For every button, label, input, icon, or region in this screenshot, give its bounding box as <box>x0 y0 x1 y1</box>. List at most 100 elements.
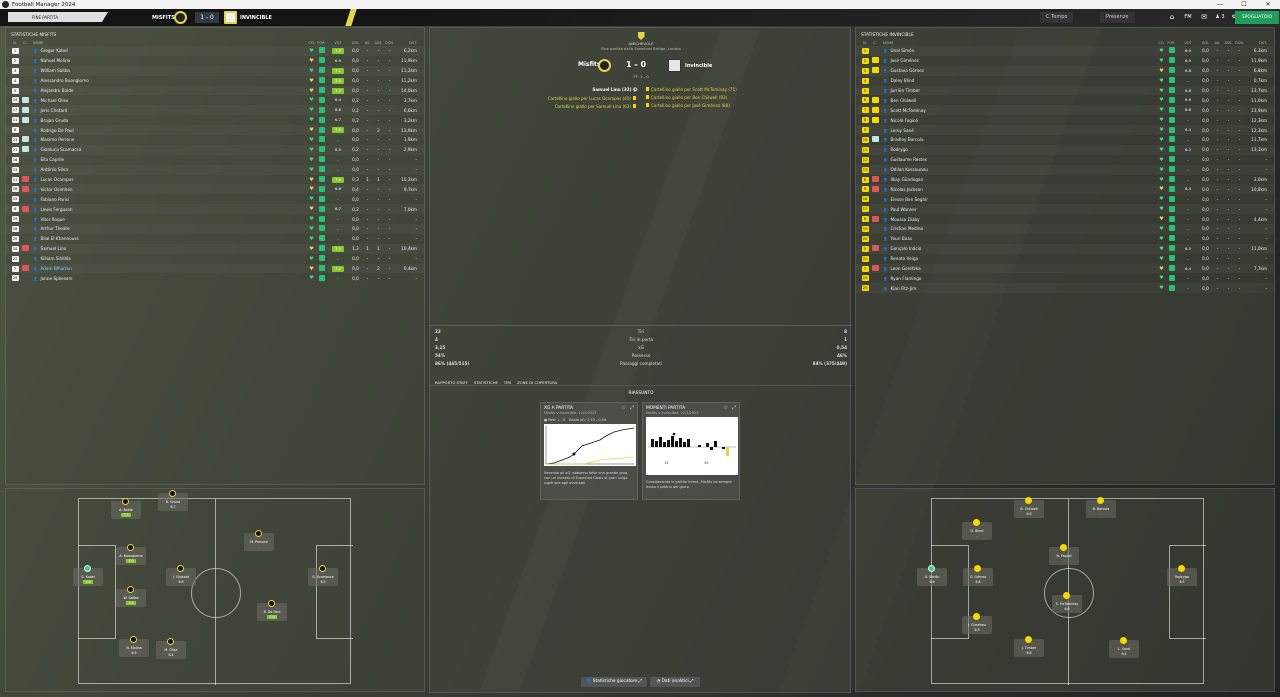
player-name-cell[interactable]: 👤Killiam Sildillia <box>30 256 307 261</box>
player-name-cell[interactable]: 👤Nicolas Jackson <box>880 187 1157 192</box>
player-name[interactable]: Arthur Theate <box>40 226 70 232</box>
player-row[interactable]: 8👤Moussa Diaby♥-0,0---4,4km <box>856 214 1274 224</box>
player-row[interactable]: 15👤Fabiano Parisi♥-0,0---- <box>6 194 424 204</box>
tab-presenze[interactable]: Presenze <box>1100 12 1135 23</box>
player-stats-button[interactable]: 👤 Statistiche giocatore ⤢ <box>581 677 647 687</box>
player-name[interactable]: Odilon Kossounou <box>890 167 928 173</box>
player-name-cell[interactable]: 👤Lewis Ferguson <box>30 207 307 212</box>
player-name-cell[interactable]: 👤Fabiano Parisi <box>30 197 307 202</box>
player-name[interactable]: Leon Goretzka <box>890 266 921 272</box>
player-name-cell[interactable]: 👤Bradley Barcola <box>880 137 1157 142</box>
player-name[interactable]: Gonçalo Inácio <box>890 246 922 252</box>
player-name-cell[interactable]: 👤Joris Chotard <box>30 108 307 113</box>
player-name-cell[interactable]: 👤Guillaume Restes <box>880 157 1157 162</box>
player-name-cell[interactable]: 👤Odilon Kossounou <box>880 167 1157 172</box>
player-name[interactable]: Adam Wharton <box>40 266 72 272</box>
player-name[interactable]: Brajan Gruda <box>40 117 69 123</box>
player-name-cell[interactable]: 👤Alejandro Balde <box>30 88 307 93</box>
home-icon[interactable]: ⌂ <box>1169 13 1175 21</box>
player-row[interactable]: 12👤Guillaume Restes♥-0,0---- <box>856 155 1274 165</box>
player-name-cell[interactable]: 👤Vitor Roque <box>30 217 307 222</box>
player-name-cell[interactable]: 👤Ryan Flamingo <box>880 276 1157 281</box>
tab-shots[interactable]: TIRI <box>503 380 512 385</box>
player-row[interactable]: 4👤Daley Blind♥-0,0---0,7km <box>856 76 1274 86</box>
player-name[interactable]: Rodrigo De Paul <box>40 127 74 133</box>
fm-icon[interactable]: FM <box>1184 14 1192 20</box>
player-name[interactable]: Guillaume Restes <box>890 157 927 163</box>
minimize-button[interactable]: — <box>1217 1 1223 8</box>
player-name[interactable]: Joris Chotard <box>40 107 68 113</box>
continue-button[interactable]: SPOGLIATOIO <box>1235 11 1279 24</box>
close-button[interactable]: ✕ <box>1265 1 1271 8</box>
tab-staff-report[interactable]: RAPPORTO STAFF <box>435 380 468 385</box>
player-name-cell[interactable]: 👤Adam Wharton <box>30 266 307 271</box>
player-name-cell[interactable]: 👤Leon Goretzka <box>880 266 1157 271</box>
player-name-cell[interactable]: 👤Gonçalo Inácio <box>880 246 1157 251</box>
player-name[interactable]: Samuel Lino <box>40 246 67 252</box>
player-name[interactable]: Fabiano Parisi <box>40 196 70 202</box>
player-name[interactable]: Alejandro Balde <box>40 88 74 93</box>
player-name-cell[interactable]: 👤Ella Caprile <box>30 157 307 162</box>
player-name-cell[interactable]: 👤Nahuel Molina <box>30 58 307 63</box>
player-row[interactable]: 18👤Arthur Theate♥-0,0---- <box>6 224 424 234</box>
xg-card[interactable]: XG A PARTITA Misfits v Invincible, 12/2/… <box>540 402 638 500</box>
tab-tempo[interactable]: C Tempo <box>1040 12 1074 23</box>
player-name[interactable]: Youri Baas <box>890 236 913 242</box>
player-name[interactable]: Vitor Roque <box>40 216 65 222</box>
player-row[interactable]: 25👤Kian Fitz-Jim♥-0,0---- <box>856 283 1274 293</box>
player-name-cell[interactable]: 👤William Saliba <box>30 68 307 73</box>
player-row[interactable]: 10👤Bradley Barcola♥-0,0---11,7km <box>856 135 1274 145</box>
player-name-cell[interactable]: 👤Paul Wanner <box>880 207 1157 212</box>
player-name[interactable]: Moussa Diaby <box>890 216 920 222</box>
player-name[interactable]: Jurriën Timber <box>890 88 921 93</box>
player-name[interactable]: Nicolò Fagioli <box>890 117 919 123</box>
player-name-cell[interactable]: 👤Gustavo Gómez <box>880 68 1157 73</box>
player-name[interactable]: Jonne Spliesers <box>40 275 73 281</box>
player-name[interactable]: José Giménez <box>890 58 919 64</box>
player-name[interactable]: Ben Chilwell <box>890 97 917 103</box>
player-name-cell[interactable]: 👤Moussa Diaby <box>880 217 1157 222</box>
player-row[interactable]: 22👤Killiam Sildillia♥-0,0---- <box>6 254 424 264</box>
player-name[interactable]: Lucas Ocampos <box>40 177 74 183</box>
player-row[interactable]: 19👤Vitor Roque♥-0,0---- <box>6 214 424 224</box>
player-row[interactable]: 24👤Jonne Spliesers♥-0,0---- <box>6 273 424 283</box>
player-name[interactable]: Ilkay Gündogan <box>890 177 924 183</box>
player-row[interactable]: 13👤Odilon Kossounou♥-0,0---- <box>856 165 1274 175</box>
player-row[interactable]: 8👤Nicolò Fagioli♥-0,0---12,3km <box>856 115 1274 125</box>
player-row[interactable]: 23👤Maximo Perrone♥-0,0---1,9km <box>6 135 424 145</box>
player-name[interactable]: Daley Blind <box>890 78 915 84</box>
player-row[interactable]: 22👤Renato Veiga♥-0,0---- <box>856 254 1274 264</box>
player-name-cell[interactable]: 👤Renato Veiga <box>880 256 1157 261</box>
player-row[interactable]: 20👤Youri Baas♥-0,0---- <box>856 234 1274 244</box>
player-name-cell[interactable]: 👤Michael Olise <box>30 98 307 103</box>
player-name-cell[interactable]: 👤Rodrygo <box>880 147 1157 152</box>
player-marker[interactable]: D. Blind- <box>962 519 992 540</box>
player-name-cell[interactable]: 👤José Giménez <box>880 58 1157 63</box>
player-name-cell[interactable]: 👤Bilal El Khannouss <box>30 236 307 241</box>
player-name-cell[interactable]: 👤Elesse Ben Seghir <box>880 197 1157 202</box>
player-name[interactable]: Gustavo Gómez <box>890 68 924 74</box>
analytics-button[interactable]: ◔ Dati analitici ⤢ <box>650 677 700 687</box>
player-name-cell[interactable]: 👤Scott McTominay <box>880 108 1157 113</box>
player-name-cell[interactable]: 👤Ilkay Gündogan <box>880 177 1157 182</box>
player-marker[interactable]: B. Barcola- <box>1086 497 1116 518</box>
